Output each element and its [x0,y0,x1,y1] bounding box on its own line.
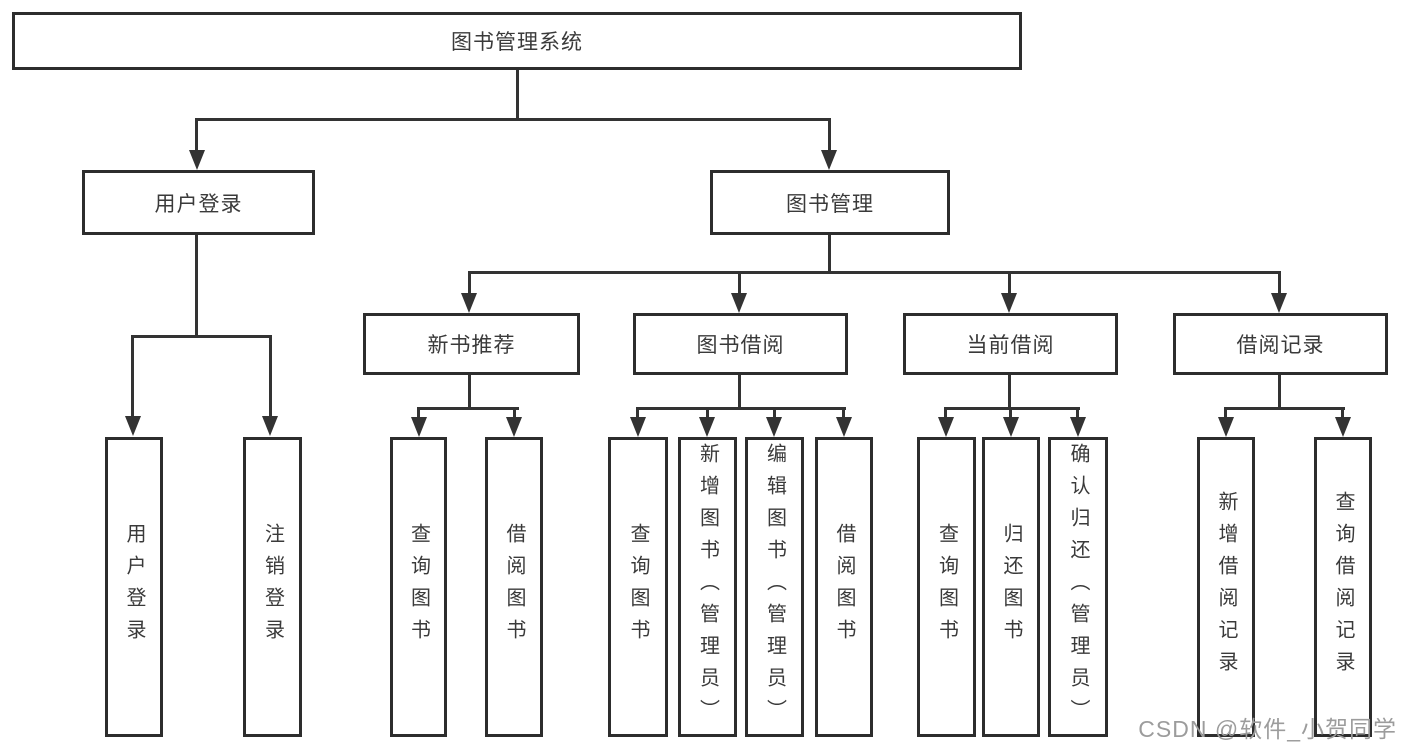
connector-level3-hline [468,271,1281,274]
arrow-down-icon [1335,417,1351,437]
connector-stem [944,407,947,418]
leaf-label: 编辑图书（管理员） [763,443,786,731]
arrow-down-icon [630,417,646,437]
connector-new-book-hline [417,407,519,410]
arrow-down-icon [1003,417,1019,437]
arrow-down-icon [125,416,141,436]
arrow-down-icon [766,417,782,437]
arrow-down-icon [461,293,477,313]
leaf-query-books-current: 查询图书 [917,437,976,737]
connector-book-borrow-hline [636,407,846,410]
leaf-label: 确认归还（管理员） [1067,443,1089,731]
connector-borrow-records-stem [1278,375,1281,410]
arrow-down-icon [1070,417,1086,437]
csdn-watermark: CSDN @软件_小贺同学 [1138,716,1397,742]
leaf-label: 借阅图书 [833,523,855,651]
leaf-add-borrow-record: 新增借阅记录 [1197,437,1255,737]
connector-book-borrow-stem [738,375,741,410]
leaf-return-books: 归还图书 [982,437,1040,737]
arrow-down-icon [189,150,205,170]
arrow-down-icon [938,417,954,437]
connector-stem [417,407,420,418]
arrow-down-icon [699,417,715,437]
connector-stem [195,118,198,153]
arrow-down-icon [836,417,852,437]
leaf-query-books-borrowing: 查询图书 [608,437,668,737]
arrow-down-icon [262,416,278,436]
connector-stem [1278,271,1281,296]
connector-stem [1009,407,1012,418]
node-label: 图书管理系统 [451,31,583,54]
leaf-label: 归还图书 [1000,523,1022,651]
node-book-management: 图书管理 [710,170,950,235]
leaf-query-borrow-record: 查询借阅记录 [1314,437,1372,737]
node-label: 借阅记录 [1236,334,1325,357]
leaf-label: 注销登录 [261,523,284,651]
connector-stem [738,271,741,296]
arrow-down-icon [1001,293,1017,313]
connector-level2-hline [196,118,831,121]
node-label: 图书管理 [786,192,874,216]
connector-stem [773,407,776,418]
connector-stem [468,271,471,296]
connector-stem [1341,407,1344,418]
connector-stem [513,407,516,418]
node-borrowing-records: 借阅记录 [1173,313,1388,375]
leaf-label: 查询图书 [627,523,649,651]
arrow-down-icon [411,417,427,437]
arrow-down-icon [731,293,747,313]
leaf-label: 新增图书（管理员） [696,443,719,731]
node-current-borrowing: 当前借阅 [903,313,1118,375]
leaf-edit-books-admin: 编辑图书（管理员） [745,437,804,737]
connector-stem [1224,407,1227,418]
leaf-label: 用户登录 [123,523,145,651]
leaf-borrow-books-recommend: 借阅图书 [485,437,543,737]
leaf-borrow-books-borrowing: 借阅图书 [815,437,873,737]
connector-stem [842,407,845,418]
connector-new-book-stem [468,375,471,410]
connector-stem [706,407,709,418]
leaf-label: 查询图书 [935,523,958,651]
connector-stem [636,407,639,418]
connector-root-stem [516,70,519,120]
node-label: 图书借阅 [696,334,785,357]
node-new-book-recommendation: 新书推荐 [363,313,580,375]
leaf-label: 查询图书 [407,523,430,651]
leaf-label: 新增借阅记录 [1215,491,1237,683]
leaf-confirm-return-admin: 确认归还（管理员） [1048,437,1108,737]
connector-stem [269,335,272,417]
leaf-logout: 注销登录 [243,437,302,737]
node-label: 新书推荐 [427,334,516,357]
leaf-add-books-admin: 新增图书（管理员） [678,437,737,737]
connector-current-borrow-stem [1008,375,1011,410]
leaf-label: 借阅图书 [503,523,525,651]
connector-user-login-stem [195,235,198,338]
connector-stem [1008,271,1011,296]
node-library-management-system: 图书管理系统 [12,12,1022,70]
connector-current-borrow-hline [944,407,1080,410]
node-user-login: 用户登录 [82,170,315,235]
connector-borrow-records-hline [1224,407,1345,410]
connector-book-mgmt-stem [828,235,831,274]
arrow-down-icon [1271,293,1287,313]
arrow-down-icon [821,150,837,170]
node-book-borrowing: 图书借阅 [633,313,848,375]
connector-stem [828,118,831,153]
node-label: 用户登录 [154,192,243,216]
connector-stem [131,335,134,417]
leaf-query-books-recommend: 查询图书 [390,437,447,737]
connector-stem [1076,407,1079,418]
leaf-label: 查询借阅记录 [1332,491,1354,683]
arrow-down-icon [1218,417,1234,437]
leaf-user-login: 用户登录 [105,437,163,737]
arrow-down-icon [506,417,522,437]
node-label: 当前借阅 [966,334,1055,357]
connector-user-login-hline [131,335,272,338]
